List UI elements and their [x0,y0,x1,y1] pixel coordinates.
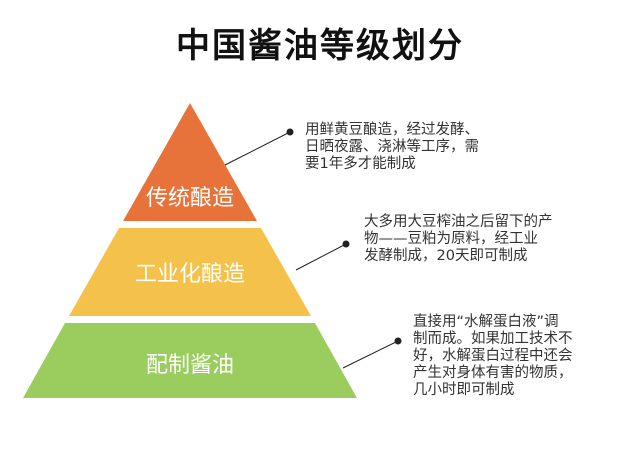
tier-3-description-line: 好，水解蛋白过程中还会 [413,348,573,364]
tier-2-label: 工业化酿造 [134,262,245,287]
tier-1-description-line: 用鲜黄豆酿造，经过发酵、 [305,122,479,138]
connector-3 [342,337,402,369]
tier-1-shape [123,103,257,221]
tier-3-description: 直接用“水解蛋白液”调 制而成。如果加工技术不 好，水解蛋白过程中还会 产生对身… [413,314,573,399]
tier-2-shape [69,228,311,316]
connector-1 [224,128,294,166]
tier-1-label: 传统酿造 [145,186,234,211]
tier-3-description-line: 产生对身体有害的物质， [413,365,573,381]
tier-3-description-line: 几小时即可制成 [413,382,515,398]
tier-3-description-line: 直接用“水解蛋白液”调 [413,314,559,330]
page-title: 中国酱油等级划分 [176,26,464,66]
connector-2 [295,240,350,271]
tier-2-description-line: 发酵制成，20天即可制成 [364,248,528,264]
tier-2-description-line: 大多用大豆榨油之后留下的产 [364,214,553,230]
tier-1-description-line: 日晒夜露、浇淋等工序，需 [305,139,479,155]
tier-3-shape [23,323,357,398]
tier-2-description: 大多用大豆榨油之后留下的产 物——豆粕为原料，经工业 发酵制成，20天即可制成 [364,214,553,265]
tier-1-description-line: 要1年多才能制成 [305,156,416,172]
tier-1-description: 用鲜黄豆酿造，经过发酵、 日晒夜露、浇淋等工序，需 要1年多才能制成 [305,122,479,173]
tier-3-label: 配制酱油 [145,353,234,378]
tier-3-description-line: 制而成。如果加工技术不 [413,331,573,347]
tier-2-description-line: 物——豆粕为原料，经工业 [364,231,538,247]
